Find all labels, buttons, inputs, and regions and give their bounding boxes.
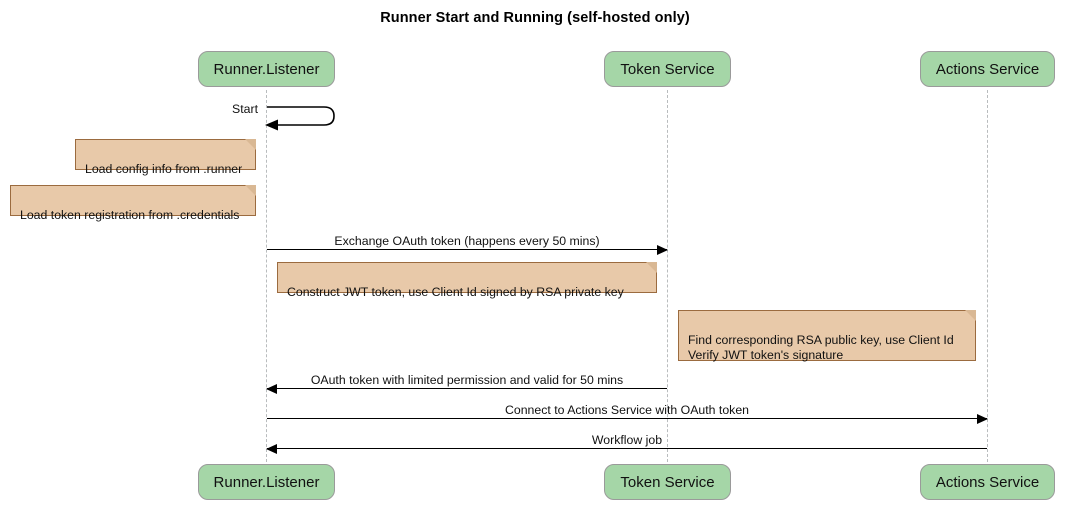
note-fold-icon bbox=[965, 310, 976, 321]
message-label-oauth-token-response: OAuth token with limited permission and … bbox=[310, 373, 624, 387]
participant-runner-listener-bottom[interactable]: Runner.Listener bbox=[198, 464, 335, 500]
participant-label: Runner.Listener bbox=[213, 473, 320, 491]
note-verify-jwt-token: Find corresponding RSA public key, use C… bbox=[678, 310, 976, 363]
participant-label: Token Service bbox=[620, 473, 715, 491]
note-fold-icon bbox=[245, 185, 256, 196]
message-arrow-workflow-job bbox=[266, 443, 987, 454]
arrowhead-right-icon bbox=[657, 244, 668, 255]
note-text: Load token registration from .credential… bbox=[20, 207, 240, 222]
participant-label: Runner.Listener bbox=[213, 60, 320, 78]
note-load-config-info: Load config info from .runner bbox=[75, 139, 256, 176]
note-text: Find corresponding RSA public key, use C… bbox=[688, 332, 954, 363]
note-load-token-registration: Load token registration from .credential… bbox=[10, 185, 256, 222]
message-label-start: Start bbox=[232, 102, 258, 116]
participant-label: Token Service bbox=[620, 60, 715, 78]
note-text: Construct JWT token, use Client Id signe… bbox=[287, 284, 624, 299]
arrowhead-left-icon bbox=[266, 383, 277, 394]
note-fold-icon bbox=[646, 262, 657, 273]
message-label-workflow-job: Workflow job bbox=[591, 433, 663, 447]
arrowhead-left-icon bbox=[266, 443, 277, 454]
participant-label: Actions Service bbox=[935, 60, 1040, 78]
arrowhead-right-icon bbox=[977, 413, 988, 424]
participant-label: Actions Service bbox=[935, 473, 1040, 491]
lifeline-runner-listener bbox=[266, 90, 267, 462]
participant-token-service-bottom[interactable]: Token Service bbox=[604, 464, 731, 500]
note-construct-jwt-token: Construct JWT token, use Client Id signe… bbox=[277, 262, 657, 299]
message-arrow-oauth-token-response bbox=[266, 383, 667, 394]
participant-actions-service-bottom[interactable]: Actions Service bbox=[920, 464, 1055, 500]
lifeline-token-service bbox=[667, 90, 668, 462]
note-fold-icon bbox=[245, 139, 256, 150]
participant-actions-service-top[interactable]: Actions Service bbox=[920, 51, 1055, 87]
note-text: Load config info from .runner bbox=[85, 161, 243, 176]
page-title: Runner Start and Running (self-hosted on… bbox=[380, 10, 690, 26]
message-label-exchange-oauth-token: Exchange OAuth token (happens every 50 m… bbox=[334, 234, 600, 248]
self-message-start-arrow bbox=[260, 100, 344, 134]
participant-token-service-top[interactable]: Token Service bbox=[604, 51, 731, 87]
message-label-connect-to-actions-service: Connect to Actions Service with OAuth to… bbox=[504, 403, 750, 417]
message-arrow-connect-to-actions-service bbox=[267, 413, 988, 424]
message-arrow-exchange-oauth-token bbox=[267, 244, 668, 255]
lifeline-actions-service bbox=[987, 90, 988, 462]
participant-runner-listener-top[interactable]: Runner.Listener bbox=[198, 51, 335, 87]
